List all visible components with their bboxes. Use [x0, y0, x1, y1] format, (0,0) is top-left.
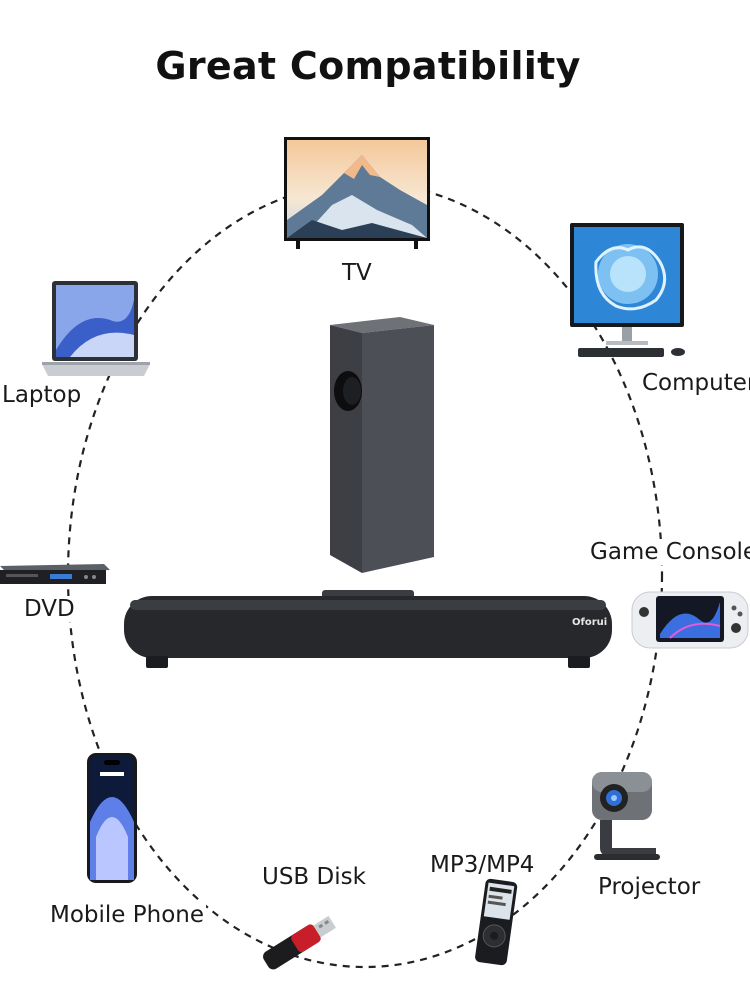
game-console-image: [631, 591, 749, 649]
projector-image: [592, 772, 660, 860]
game-consoles-label: Game Consoles: [588, 539, 750, 565]
usb-disk-label: USB Disk: [260, 864, 368, 890]
dvd-player-image: [0, 564, 110, 584]
computer-label: Computer: [640, 370, 750, 396]
tv-image: [284, 137, 430, 249]
laptop-label: Laptop: [0, 382, 84, 408]
usb-disk-image: [263, 915, 336, 970]
mp3-player-image: [475, 878, 518, 966]
dvd-label: DVD: [22, 596, 77, 622]
tv-label: TV: [340, 260, 374, 286]
laptop-image: [42, 281, 150, 376]
page-title: Great Compatibility: [155, 44, 581, 88]
mp3-mp4-label: MP3/MP4: [428, 852, 537, 878]
mobile-phone-image: [87, 753, 137, 883]
subwoofer-image: [330, 317, 434, 573]
brand-logo: Oforui: [572, 617, 608, 628]
computer-image: [570, 223, 685, 357]
soundbar-image: [124, 590, 612, 668]
mobile-phone-label: Mobile Phone: [48, 902, 207, 928]
projector-label: Projector: [596, 874, 703, 900]
